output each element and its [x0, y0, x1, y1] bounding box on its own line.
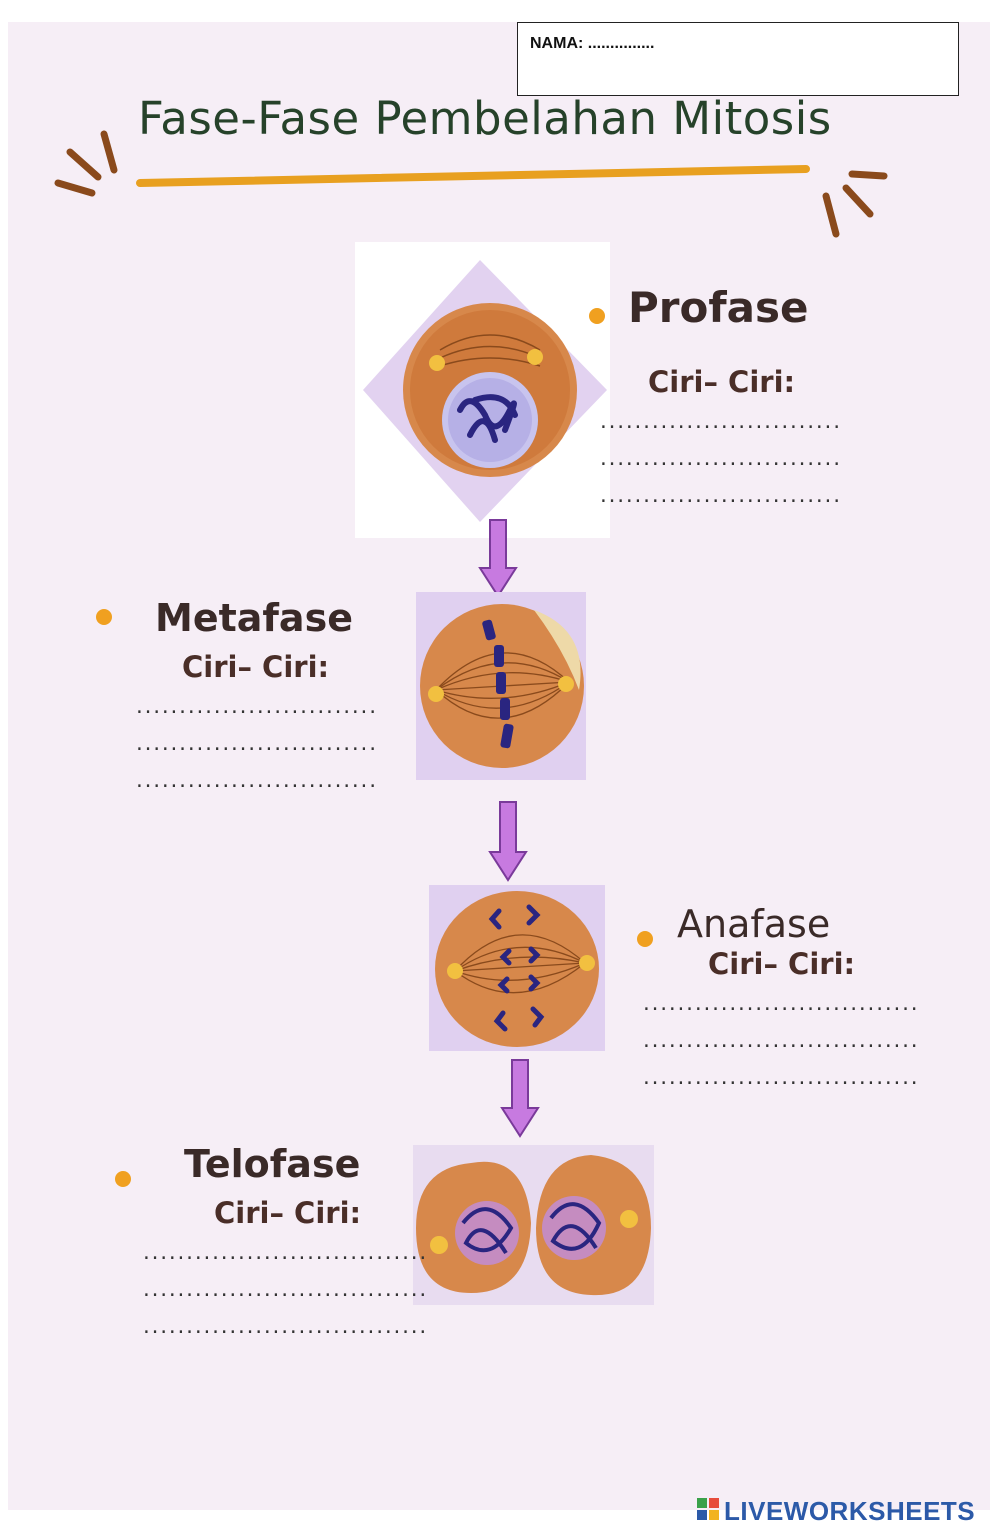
profase-ciri-label: Ciri– Ciri: [648, 365, 796, 399]
anafase-title: Anafase [677, 902, 831, 946]
metafase-title: Metafase [155, 596, 353, 640]
telofase-title: Telofase [184, 1142, 361, 1186]
anafase-answer-line-2[interactable]: .................................. [641, 1031, 916, 1052]
profase-answer-line-1[interactable]: .............................. [598, 412, 838, 433]
profase-answer-line-3[interactable]: .............................. [598, 486, 838, 507]
telofase-answer-line-1[interactable]: .................................... [141, 1243, 424, 1264]
anafase-ciri-label: Ciri– Ciri: [708, 947, 856, 981]
telofase-cell-image [413, 1145, 654, 1305]
arrow-down-icon [488, 801, 528, 882]
name-label: NAMA: ............... [530, 35, 655, 52]
profase-bullet [589, 308, 605, 324]
title-decoration [54, 130, 888, 238]
anafase-answer-line-1[interactable]: .................................. [641, 994, 916, 1015]
metafase-answer-line-3[interactable]: .............................. [134, 771, 374, 792]
telofase-answer-line-3[interactable]: .................................... [141, 1317, 424, 1338]
telofase-answer-line-2[interactable]: .................................... [141, 1280, 424, 1301]
profase-cell-image [355, 242, 610, 538]
metafase-answer-line-2[interactable]: .............................. [134, 734, 374, 755]
name-field[interactable]: NAMA: ............... [517, 22, 959, 96]
arrow-down-icon [478, 519, 518, 598]
liveworksheets-logo-icon [697, 1498, 719, 1520]
telofase-bullet [115, 1171, 131, 1187]
profase-answer-line-2[interactable]: .............................. [598, 449, 838, 470]
anafase-bullet [637, 931, 653, 947]
profase-title: Profase [628, 283, 809, 332]
telofase-ciri-label: Ciri– Ciri: [214, 1196, 362, 1230]
metafase-ciri-label: Ciri– Ciri: [182, 650, 330, 684]
arrow-down-icon [500, 1059, 540, 1138]
anafase-cell-image [429, 885, 605, 1051]
liveworksheets-brand: LIVEWORKSHEETS [724, 1496, 976, 1526]
anafase-answer-line-3[interactable]: .................................. [641, 1068, 916, 1089]
metafase-answer-line-1[interactable]: .............................. [134, 697, 374, 718]
page-title: Fase-Fase Pembelahan Mitosis [138, 92, 832, 145]
metafase-cell-image [416, 592, 586, 780]
metafase-bullet [96, 609, 112, 625]
